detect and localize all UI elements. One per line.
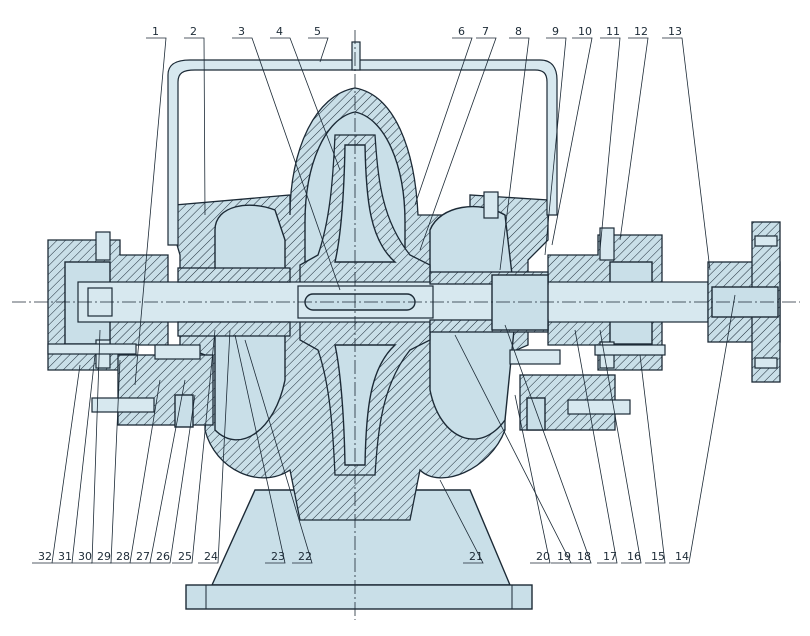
- callout-23: 23: [271, 550, 285, 563]
- callout-18: 18: [577, 550, 591, 563]
- callout-17-leader: [574, 329, 618, 564]
- callout-9-leader: [544, 37, 567, 256]
- callout-31: 31: [58, 550, 72, 563]
- callout-25-leader: [172, 329, 216, 564]
- callout-13: 13: [668, 25, 682, 38]
- callout-12: 12: [634, 25, 648, 38]
- callout-23-leader: [234, 334, 286, 564]
- callout-3-leader: [232, 37, 341, 291]
- callout-15: 15: [651, 550, 665, 563]
- callout-27: 27: [136, 550, 150, 563]
- callout-7-leader: [419, 37, 497, 251]
- callout-10-leader: [551, 37, 593, 246]
- callout-6: 6: [458, 25, 465, 38]
- callout-24-leader: [198, 329, 231, 564]
- callout-26-leader: [150, 394, 196, 564]
- callout-32: 32: [38, 550, 52, 563]
- callout-5-leader: [308, 37, 329, 63]
- callout-28: 28: [116, 550, 130, 563]
- pump-base: [185, 489, 533, 610]
- callout-13-leader: [662, 37, 711, 271]
- callout-4-leader: [270, 37, 341, 171]
- callout-18-leader: [504, 324, 592, 564]
- callout-20: 20: [536, 550, 550, 563]
- callout-26: 26: [156, 550, 170, 563]
- callout-17: 17: [603, 550, 617, 563]
- callout-8: 8: [515, 25, 522, 38]
- callout-1: 1: [152, 25, 159, 38]
- callout-11-leader: [599, 37, 621, 251]
- callout-10: 10: [578, 25, 592, 38]
- callout-14-leader: [669, 294, 736, 564]
- callout-22-leader: [244, 339, 313, 564]
- callout-8-leader: [499, 37, 530, 271]
- callout-24: 24: [204, 550, 218, 563]
- callout-1-leader: [134, 37, 167, 386]
- callout-5: 5: [314, 25, 321, 38]
- callout-16: 16: [627, 550, 641, 563]
- callout-2: 2: [190, 25, 197, 38]
- callout-9: 9: [552, 25, 559, 38]
- callout-labels-bottom: 32 31 30 29 28 27 26 25 24 23 22 21 20 19 18 17 16 15 14: [32, 294, 736, 564]
- callout-32-leader: [32, 364, 81, 564]
- callout-2-leader: [184, 37, 206, 216]
- impeller: [299, 134, 431, 476]
- callout-11: 11: [606, 25, 620, 38]
- callout-30: 30: [78, 550, 92, 563]
- callout-31-leader: [52, 354, 96, 564]
- callout-7: 7: [482, 25, 489, 38]
- left-bearing-housing: [47, 231, 214, 428]
- callout-21: 21: [469, 550, 483, 563]
- callout-19: 19: [557, 550, 571, 563]
- callout-15-leader: [639, 354, 666, 564]
- callout-6-leader: [414, 37, 473, 206]
- callout-14: 14: [675, 550, 689, 563]
- callout-16-leader: [599, 329, 642, 564]
- callout-20-leader: [514, 394, 551, 564]
- callout-21-leader: [439, 479, 484, 564]
- callout-22: 22: [298, 550, 312, 563]
- callout-25: 25: [178, 550, 192, 563]
- balance-pipe: [167, 41, 558, 246]
- callout-29: 29: [97, 550, 111, 563]
- callout-3: 3: [238, 25, 245, 38]
- callout-4: 4: [276, 25, 283, 38]
- callout-12-leader: [619, 37, 649, 241]
